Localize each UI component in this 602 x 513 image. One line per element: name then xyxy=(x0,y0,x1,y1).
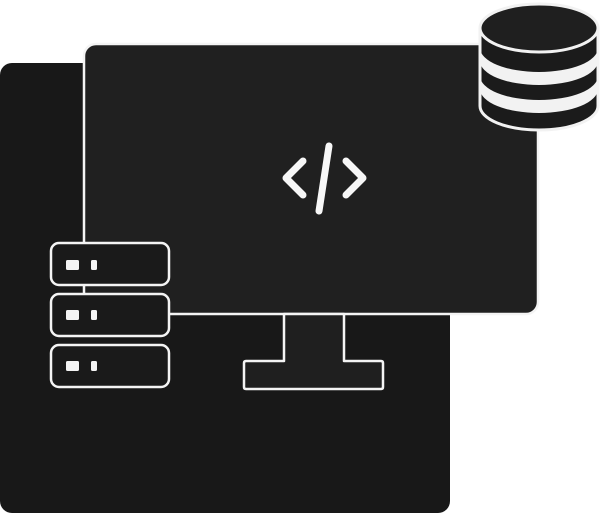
code-brackets-icon xyxy=(282,142,367,215)
database-icon xyxy=(478,2,600,132)
server-unit-2 xyxy=(49,292,171,338)
monitor-neck xyxy=(242,312,385,391)
server-unit-3 xyxy=(49,343,171,389)
server-unit-1 xyxy=(49,241,171,287)
monitor-icon xyxy=(82,42,540,391)
server-rack-icon xyxy=(49,241,171,389)
